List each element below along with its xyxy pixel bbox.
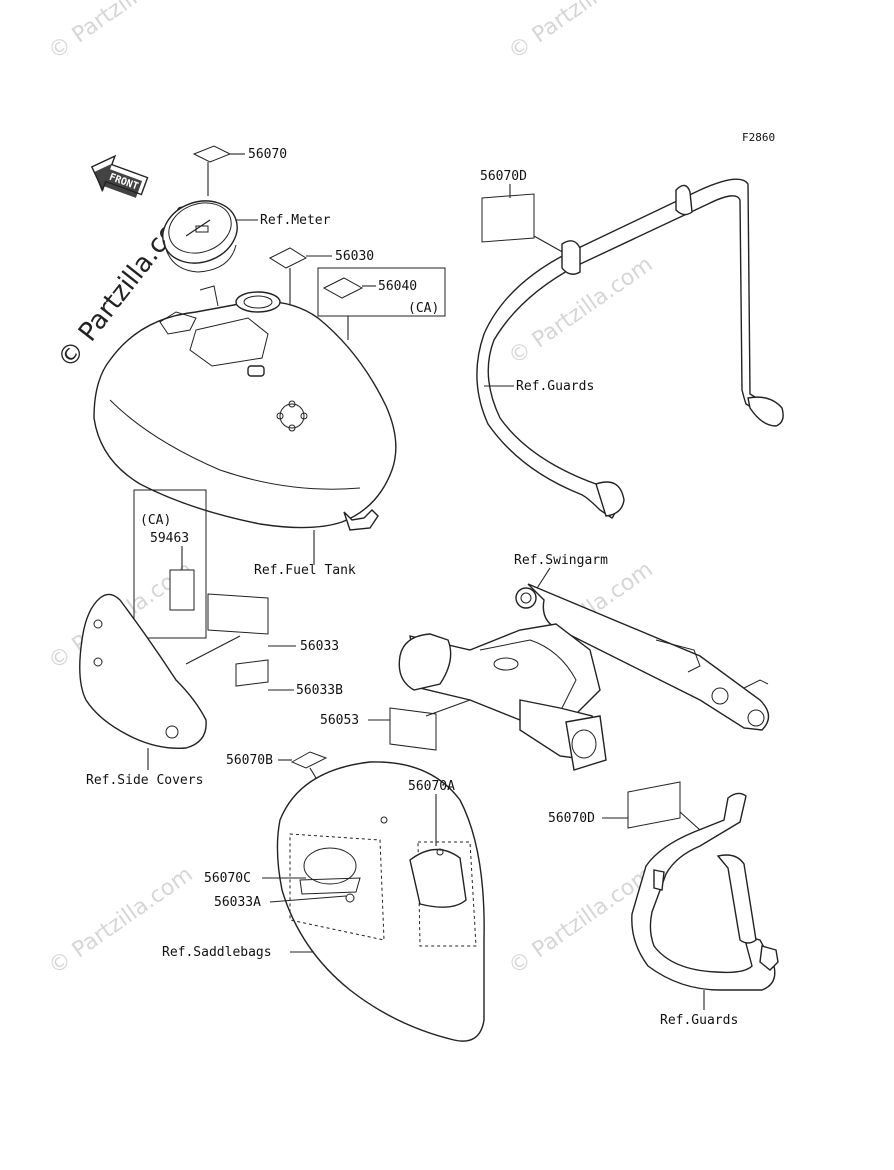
label-59463: 59463 (150, 531, 189, 546)
decal-56033 (207, 593, 269, 635)
guards-top-part (476, 178, 784, 519)
label-56053: 56053 (320, 713, 359, 728)
decal-56070 (192, 145, 232, 163)
label-ref-guards-bottom: Ref.Guards (660, 1013, 738, 1028)
decal-56053 (389, 707, 437, 751)
label-ref-fuel-tank: Ref.Fuel Tank (254, 563, 356, 578)
label-ca-2: (CA) (140, 513, 171, 528)
label-56070: 56070 (248, 147, 287, 162)
decal-59463 (169, 569, 195, 611)
label-56070D-bottom: 56070D (548, 811, 595, 826)
saddlebag-part (276, 761, 485, 1042)
guards-bottom-part (631, 792, 779, 991)
callout-box-ca-2 (133, 489, 207, 639)
label-56030: 56030 (335, 249, 374, 264)
decal-56070B (290, 751, 328, 769)
label-56033A: 56033A (214, 895, 261, 910)
label-ref-side-covers: Ref.Side Covers (86, 773, 203, 788)
decal-56070D-top (481, 193, 535, 243)
label-56033B: 56033B (296, 683, 343, 698)
label-56033: 56033 (300, 639, 339, 654)
decal-56070D-bottom (627, 781, 681, 829)
label-56070C: 56070C (204, 871, 251, 886)
front-arrow-icon: FRONT (90, 154, 149, 198)
label-56070A: 56070A (408, 779, 455, 794)
label-ref-meter: Ref.Meter (260, 213, 331, 228)
watermark: © Partzilla.com (44, 862, 197, 980)
decal-56033B (235, 659, 269, 687)
decal-56040 (322, 277, 364, 299)
label-56070D-top: 56070D (480, 169, 527, 184)
label-ca-1: (CA) (408, 301, 439, 316)
decal-56030 (268, 247, 308, 269)
label-ref-swingarm: Ref.Swingarm (514, 553, 608, 568)
label-ref-guards-top: Ref.Guards (516, 379, 594, 394)
label-ref-saddlebags: Ref.Saddlebags (162, 945, 272, 960)
label-56040: 56040 (378, 279, 417, 294)
watermark: © Partzilla.com (44, 0, 197, 65)
fuel-tank-part (93, 285, 397, 531)
meter-part: 56070 Ref.Meter (162, 145, 331, 273)
label-56070B: 56070B (226, 753, 273, 768)
watermark: © Partzilla.com (504, 0, 657, 65)
swingarm-part (398, 583, 770, 771)
callout-box-ca (317, 267, 446, 317)
figure-code: F2860 (742, 131, 775, 144)
watermark: © Partzilla.com (504, 252, 657, 370)
side-cover-part (79, 593, 207, 749)
